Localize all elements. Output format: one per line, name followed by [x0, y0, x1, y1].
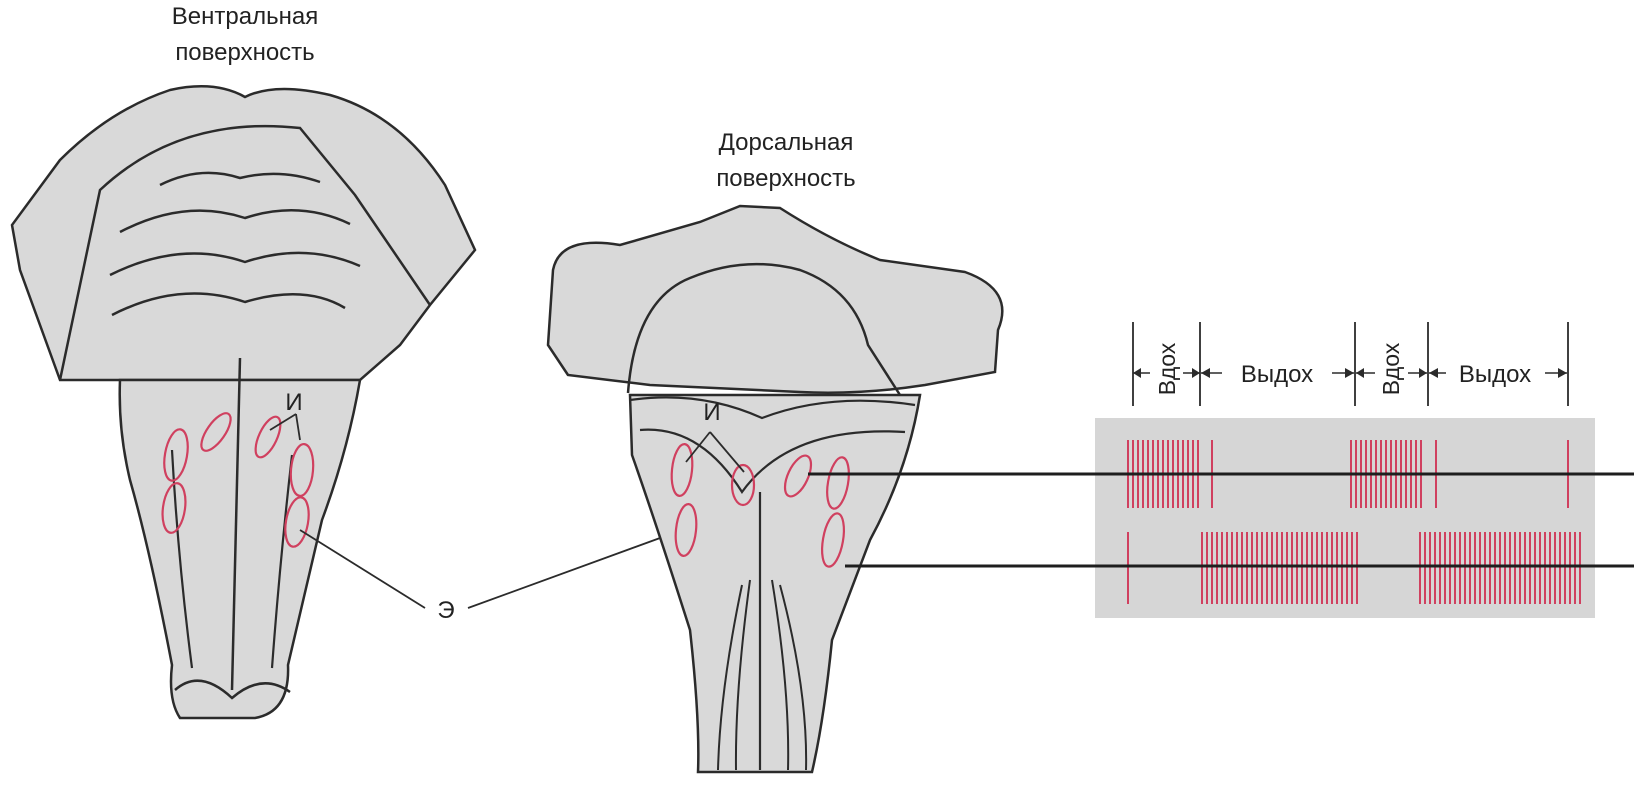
phase-label-inhale-1: Вдох: [1154, 342, 1180, 395]
arrowhead-inhale-1-right: [1192, 368, 1200, 378]
dorsal-cerebellar-peduncle: [548, 206, 1002, 393]
ventral-medulla: [120, 380, 360, 718]
ventral-title-line1: Вентральная: [172, 3, 318, 30]
dorsal-title-line2: поверхность: [716, 165, 855, 192]
leader-e-right: [468, 530, 682, 608]
arrowhead-exhale-1-right: [1345, 368, 1354, 378]
ventral-title-line2: поверхность: [175, 39, 314, 66]
phase-label-inhale-2: Вдох: [1378, 342, 1404, 395]
arrowhead-inhale-1-left: [1133, 368, 1141, 378]
dorsal-title-line1: Дорсальная: [719, 129, 854, 156]
inspiratory-label-ventral: И: [285, 389, 302, 416]
leader-e-left: [300, 530, 425, 608]
arrowhead-inhale-2-right: [1419, 368, 1427, 378]
ventral-pons: [12, 86, 475, 380]
dorsal-medulla: [630, 395, 920, 772]
inspiratory-label-dorsal: И: [703, 399, 720, 426]
ventral-brainstem: [12, 86, 682, 718]
phase-scale: Вдох Выдох Вдох Выдох: [1133, 322, 1568, 406]
phase-label-exhale-2: Выдох: [1459, 361, 1531, 388]
arrowhead-exhale-2-right: [1558, 368, 1567, 378]
recording-panel: [1095, 418, 1634, 618]
arrowhead-inhale-2-left: [1356, 368, 1364, 378]
expiratory-label: Э: [437, 597, 454, 624]
phase-label-exhale-1: Выдох: [1241, 361, 1313, 388]
